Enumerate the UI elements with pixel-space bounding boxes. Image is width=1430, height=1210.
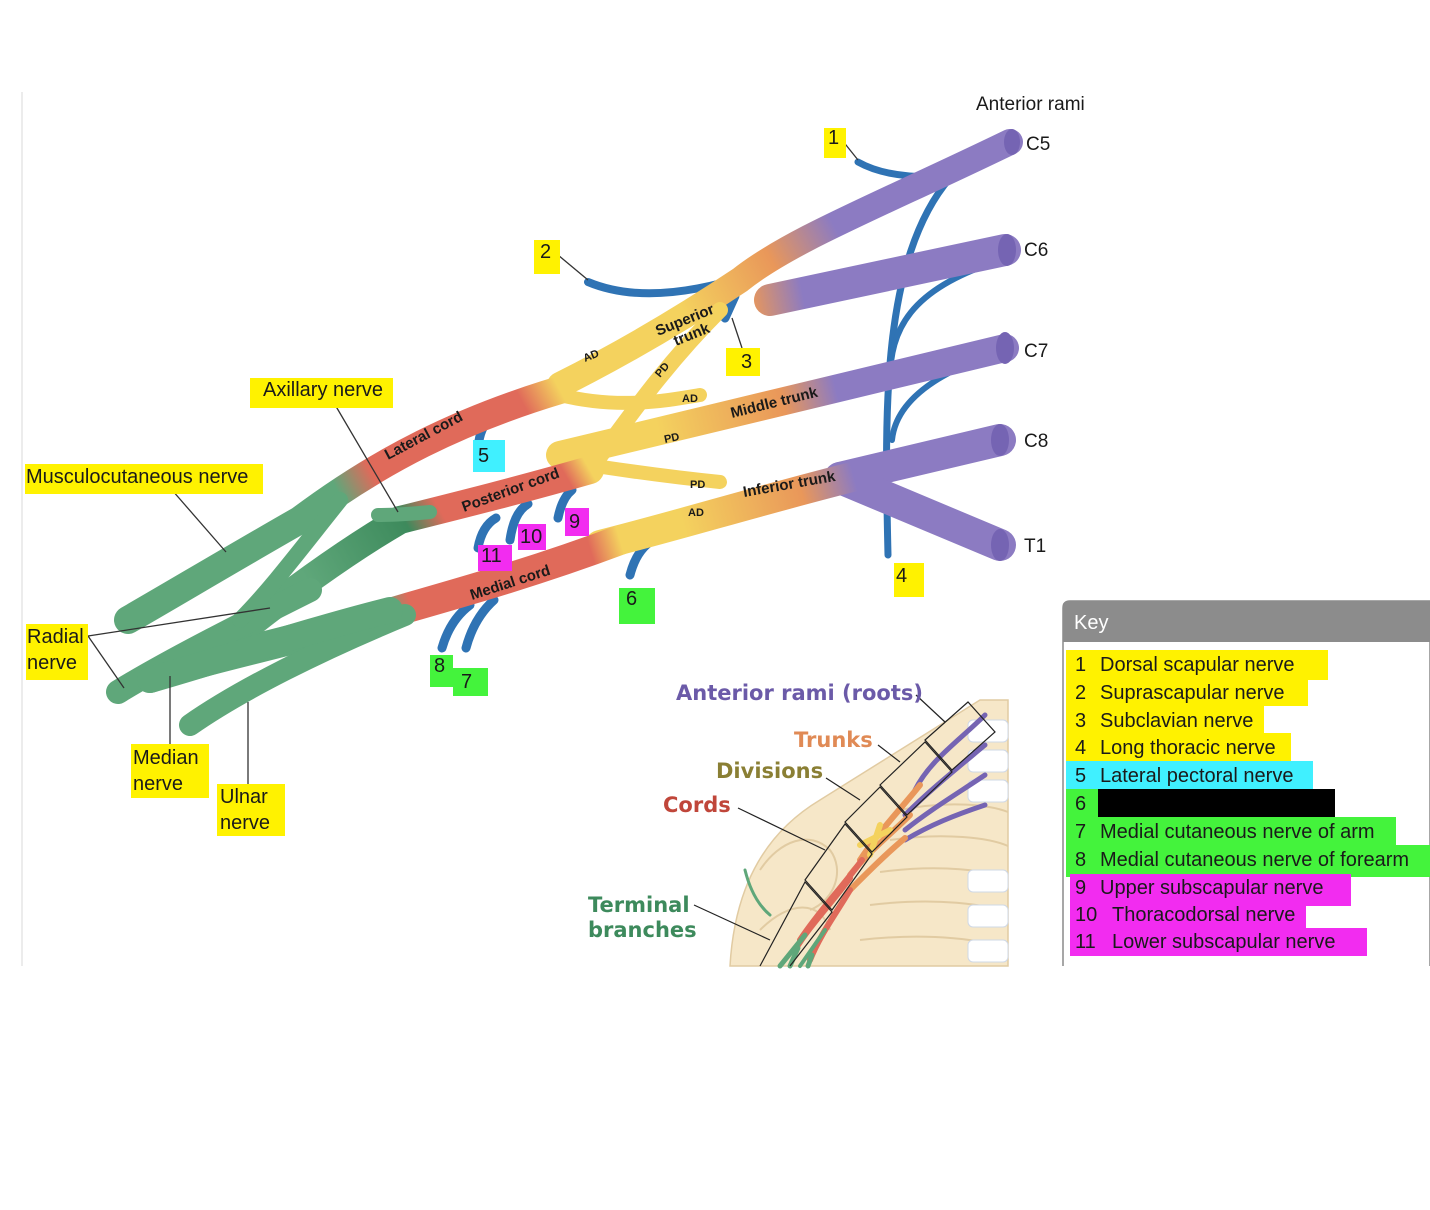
key-num-8: 8: [1075, 849, 1086, 871]
ulnar-nerve-label-1: Ulnar: [220, 786, 268, 808]
marker-4: 4: [896, 565, 907, 587]
leader-lines: [87, 139, 859, 785]
key-num-4: 4: [1075, 737, 1086, 759]
key-item-5: Lateral pectoral nerve: [1100, 765, 1293, 787]
ulnar-nerve-label-2: nerve: [220, 812, 270, 834]
axillary-nerve-label: Axillary nerve: [263, 379, 383, 401]
marker-7: 7: [461, 671, 472, 693]
key-panel: Key 1 Dorsal scapular nerve 2 Suprascapu…: [1062, 600, 1430, 966]
inset-cords-label: Cords: [663, 793, 731, 817]
ad-label-middle: AD: [682, 393, 698, 405]
key-item-4: Long thoracic nerve: [1100, 737, 1276, 759]
key-num-7: 7: [1075, 821, 1086, 843]
ulnar-terminal: [179, 604, 416, 736]
marker-2: 2: [540, 241, 551, 263]
marker-3: 3: [741, 351, 752, 373]
inset-illustration: Anterior rami (roots) Trunks Divisions C…: [588, 681, 1009, 969]
marker-5: 5: [478, 445, 489, 467]
ad-label-superior: AD: [582, 348, 601, 365]
c6-root: [754, 234, 1021, 316]
median-terminal: [137, 597, 403, 693]
lateral-cord: [114, 376, 574, 634]
key-num-5: 5: [1075, 765, 1086, 787]
median-crossing: [232, 492, 348, 628]
inset-trunks-label: Trunks: [794, 728, 873, 752]
key-title: Key: [1074, 612, 1108, 634]
root-labels: Anterior rami C5 C6 C7 C8 T1: [976, 94, 1085, 557]
key-num-6: 6: [1075, 793, 1086, 815]
med-cut-forearm-branch: [437, 600, 475, 653]
key-item-7: Medial cutaneous nerve of arm: [1100, 821, 1375, 843]
division-cross-2: [553, 388, 707, 410]
vertebrae: [967, 719, 1009, 963]
marker-6: 6: [626, 588, 637, 610]
thoracodorsal-branch: [505, 499, 533, 545]
redacted-key-item-6: [1098, 789, 1335, 821]
axillary-stub: [371, 505, 437, 522]
key-item-1: Dorsal scapular nerve: [1100, 654, 1295, 676]
inset-terminal-label-1: Terminal: [588, 893, 690, 917]
key-num-1: 1: [1075, 654, 1086, 676]
key-item-10: Thoracodorsal nerve: [1112, 904, 1295, 926]
anterior-rami-label: Anterior rami: [976, 94, 1085, 115]
ad-label-inferior: AD: [688, 507, 704, 519]
marker-9: 9: [569, 511, 580, 533]
key-item-8: Medial cutaneous nerve of forearm: [1100, 849, 1409, 871]
key-num-2: 2: [1075, 682, 1086, 704]
radial-nerve-label-1: Radial: [27, 626, 84, 648]
plexus-trunks: [106, 129, 1023, 736]
inset-brackets: [759, 701, 996, 967]
marker-1: 1: [828, 127, 839, 149]
c5-c6-superior-trunk: [547, 129, 1023, 398]
lower-subscapular-branch: [473, 513, 501, 553]
inset-leaders: [693, 694, 946, 941]
pd-label-middle: PD: [663, 431, 680, 446]
root-c5-label: C5: [1026, 134, 1050, 155]
collateral-branches: [437, 158, 998, 653]
radial-nerve-label-2: nerve: [27, 652, 77, 674]
key-item-2: Suprascapular nerve: [1100, 682, 1285, 704]
pd-label-inferior: PD: [690, 479, 705, 491]
key-num-10: 10: [1075, 904, 1097, 926]
marker-8: 8: [434, 655, 445, 677]
marker-10: 10: [520, 526, 542, 548]
key-num-3: 3: [1075, 710, 1086, 732]
root-c6-label: C6: [1024, 240, 1048, 261]
key-num-9: 9: [1075, 877, 1086, 899]
root-c8-label: C8: [1024, 431, 1048, 452]
root-ends: [991, 129, 1020, 561]
number-markers: 1 2 3 4 5 6 7 8 9 10 11: [430, 127, 924, 696]
t1-root: [824, 462, 1016, 561]
median-nerve-label-2: nerve: [133, 773, 183, 795]
root-t1-label: T1: [1024, 536, 1046, 557]
key-item-11: Lower subscapular nerve: [1112, 931, 1335, 953]
inset-divisions-label: Divisions: [716, 759, 823, 783]
key-num-11: 11: [1075, 931, 1096, 953]
musculocutaneous-nerve-label: Musculocutaneous nerve: [26, 466, 248, 488]
key-item-3: Subclavian nerve: [1100, 710, 1253, 732]
inset-roots-label: Anterior rami (roots): [676, 681, 923, 705]
key-item-9: Upper subscapular nerve: [1100, 877, 1323, 899]
marker-11: 11: [481, 545, 502, 567]
root-c7-label: C7: [1024, 341, 1048, 362]
med-cut-arm-branch: [461, 595, 499, 653]
inset-terminal-label-2: branches: [588, 918, 697, 942]
median-nerve-label-1: Median: [133, 747, 199, 769]
nerve-labels: Axillary nerve Musculocutaneous nerve Ra…: [25, 378, 393, 836]
upper-subscapular-branch: [553, 485, 577, 523]
